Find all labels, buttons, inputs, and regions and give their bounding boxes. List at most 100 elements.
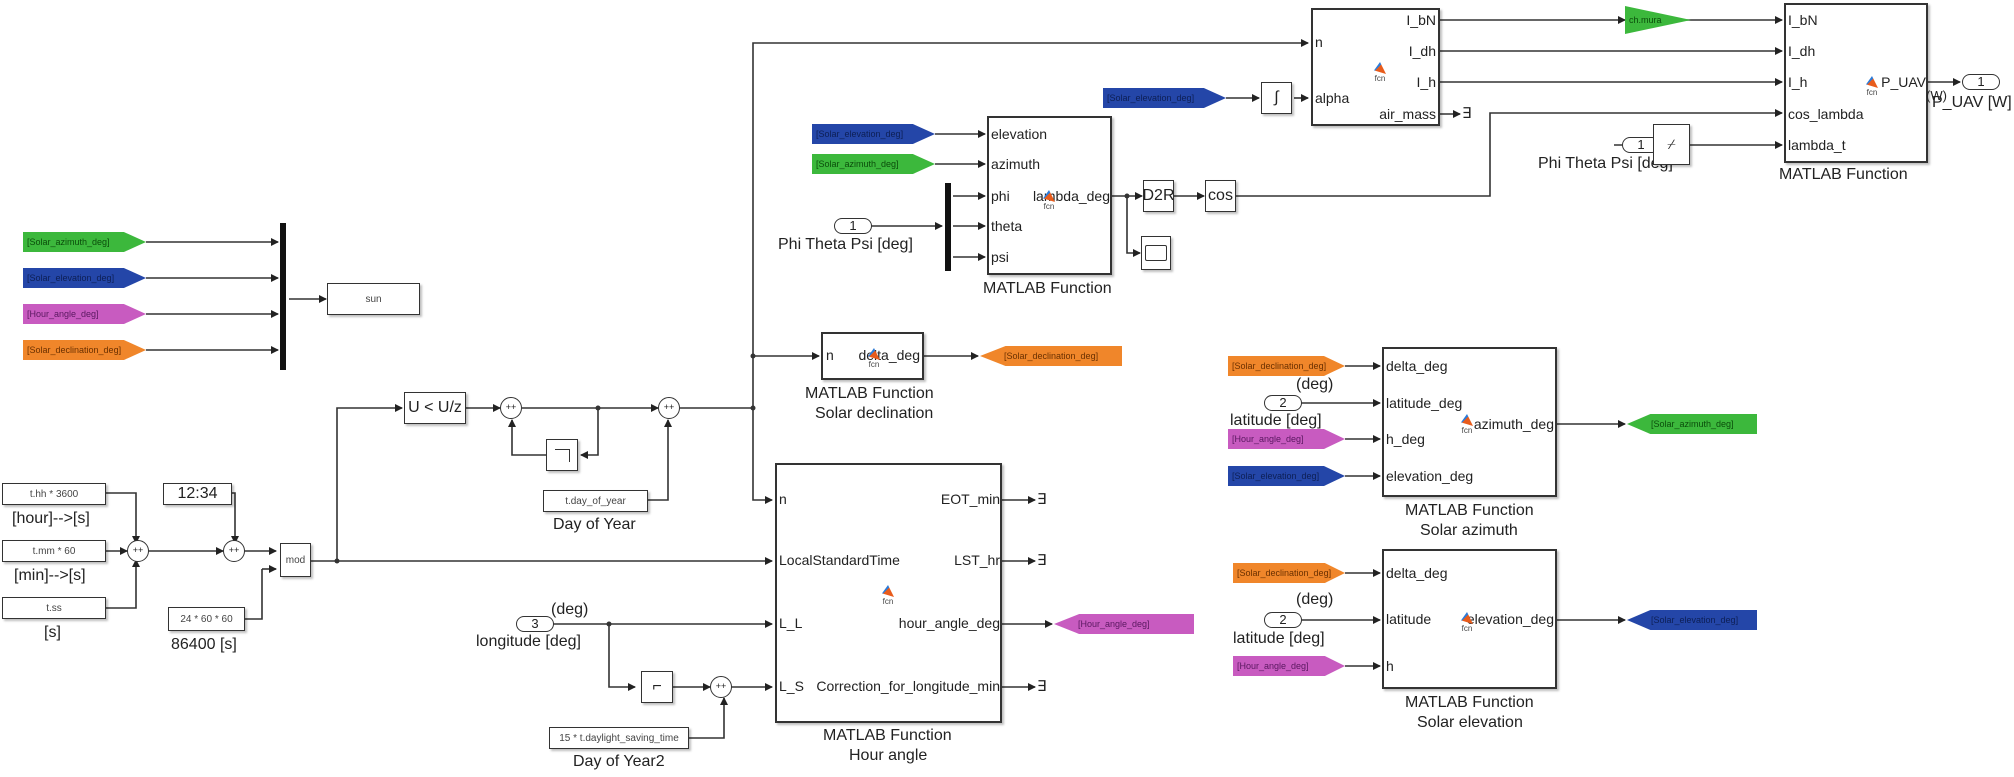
mux-wires xyxy=(146,238,327,354)
time-wires xyxy=(106,39,1309,620)
goto-azimuth-out[interactable]: [Solar_azimuth_deg] xyxy=(1627,414,1757,434)
goto-tag-solar-elevation[interactable]: [Solar_elevation_deg] xyxy=(23,268,146,288)
port-elevation-deg: elevation_deg xyxy=(1466,611,1554,627)
from-solar-azimuth[interactable]: [Solar_azimuth_deg] xyxy=(812,154,935,174)
port-phi: phi xyxy=(991,188,1010,204)
scope-block[interactable] xyxy=(1141,236,1171,270)
switch-icon: ⌿ xyxy=(1667,136,1676,152)
p-uav-label: P_UAV [W] xyxy=(1932,94,2012,111)
goto-elevation-out[interactable]: [Solar_elevation_deg] xyxy=(1627,610,1757,630)
matlab-fcn-icon: fcn xyxy=(1459,414,1475,435)
latitude-inport-az[interactable]: 2 xyxy=(1264,395,1302,411)
hour-angle-subtitle: Hour angle xyxy=(849,747,928,764)
matlab-fcn-icon: fcn xyxy=(866,348,882,369)
port-latitude-deg: latitude_deg xyxy=(1386,395,1463,411)
matlab-fcn-icon: fcn xyxy=(1041,190,1057,211)
from-hour-angle-el[interactable]: [Hour_angle_deg] xyxy=(1233,656,1345,676)
mux-bar[interactable] xyxy=(280,223,286,370)
port-azimuth: azimuth xyxy=(991,156,1041,172)
detect-increase-block[interactable]: U < U/z xyxy=(404,392,466,424)
sum-day-counter[interactable]: ++ xyxy=(500,397,522,419)
dst-constant[interactable]: 15 * t.daylight_saving_time xyxy=(549,727,689,749)
port-h-deg: h_deg xyxy=(1386,431,1425,447)
dst-label: Day of Year2 xyxy=(573,753,665,770)
sum-time[interactable]: ++ xyxy=(127,540,149,562)
sum-signs: ++ xyxy=(505,402,517,412)
goto-tag-solar-declination[interactable]: [Solar_declination_deg] xyxy=(23,340,146,360)
port-azimuth-deg: azimuth_deg xyxy=(1473,416,1554,432)
phi-theta-psi-label: Phi Theta Psi [deg] xyxy=(778,236,913,253)
longitude-inport[interactable]: 3 xyxy=(516,616,554,632)
irradiance-function-block[interactable] xyxy=(1311,8,1440,126)
d2r-block[interactable]: D2R xyxy=(1143,180,1175,212)
longitude-label: longitude [deg] xyxy=(476,633,581,650)
sum-day-of-year[interactable]: ++ xyxy=(658,397,680,419)
port-n: n xyxy=(1315,34,1323,50)
day-seconds-constant[interactable]: 24 * 60 * 60 xyxy=(168,607,245,631)
hours-constant[interactable]: t.hh * 3600 xyxy=(2,483,106,505)
terminator-eot[interactable]: ∃ xyxy=(1037,491,1047,508)
port-i-dh: I_dh xyxy=(1788,43,1816,59)
clock-display[interactable]: 12:34 xyxy=(163,483,232,505)
terminator-lst[interactable]: ∃ xyxy=(1037,552,1047,569)
p-uav-outport[interactable]: 1 xyxy=(1962,74,2000,90)
sum-dst[interactable]: ++ xyxy=(710,676,732,698)
p-uav-unit: (W) xyxy=(1926,88,1947,103)
from-hour-angle-az[interactable]: [Hour_angle_deg] xyxy=(1228,429,1345,449)
seconds-constant[interactable]: t.ss xyxy=(2,597,106,619)
from-solar-elevation[interactable]: [Solar_elevation_deg] xyxy=(812,124,935,144)
sun-block[interactable]: sun xyxy=(327,283,420,315)
goto-hour-angle-out[interactable]: [Hour_angle_deg] xyxy=(1054,614,1194,634)
port-delta-deg: delta_deg xyxy=(1386,565,1448,581)
terminator-air-mass[interactable]: ∃ xyxy=(1462,105,1472,122)
sum-signs: ++ xyxy=(663,402,675,412)
delay-icon xyxy=(554,448,570,462)
day-of-year-constant[interactable]: t.day_of_year xyxy=(543,490,648,512)
cos-block[interactable]: cos xyxy=(1205,180,1236,212)
saturation-block[interactable]: ∫ xyxy=(1261,82,1292,114)
sum-clock[interactable]: ++ xyxy=(223,540,245,562)
from-declination-az[interactable]: [Solar_declination_deg] xyxy=(1228,356,1345,376)
port-delta-deg: delta_deg xyxy=(1386,358,1448,374)
scope-screen-icon xyxy=(1145,245,1167,261)
demux-bar[interactable] xyxy=(945,183,951,271)
from-elevation-az[interactable]: [Solar_elevation_deg] xyxy=(1228,466,1345,486)
goto-tag-hour-angle[interactable]: [Hour_angle_deg] xyxy=(23,304,146,324)
phi-theta-psi-inport-2[interactable]: 1 xyxy=(1622,137,1660,153)
port-n: n xyxy=(826,347,834,363)
from-declination-el[interactable]: [Solar_declination_deg] xyxy=(1233,563,1345,583)
matlab-fcn-icon: fcn xyxy=(880,585,896,606)
from-solar-elevation-irr[interactable]: [Solar_elevation_deg] xyxy=(1103,88,1226,108)
quantizer-block[interactable]: ⌐ xyxy=(641,671,673,703)
power-function-block[interactable] xyxy=(1784,3,1928,163)
minutes-constant[interactable]: t.mm * 60 xyxy=(2,540,106,562)
day-of-year-label: Day of Year xyxy=(553,516,636,533)
elevation-title: MATLAB Function xyxy=(1405,694,1534,711)
seconds-label: [s] xyxy=(44,624,61,641)
goto-tag-solar-azimuth[interactable]: [Solar_azimuth_deg] xyxy=(23,232,146,252)
port-i-bn: I_bN xyxy=(1788,12,1818,28)
unit-delay-block[interactable] xyxy=(546,439,578,471)
port-eot-min: EOT_min xyxy=(940,491,1000,507)
day-seconds-label: 86400 [s] xyxy=(171,636,237,653)
latitude-label-az: latitude [deg] xyxy=(1230,412,1322,429)
latitude-inport-el[interactable]: 2 xyxy=(1264,612,1302,628)
sum-signs: ++ xyxy=(715,681,727,691)
port-hour-angle-deg: hour_angle_deg xyxy=(898,615,1000,631)
lambda-wires xyxy=(860,109,1783,261)
selector-switch-block[interactable]: ⌿ xyxy=(1653,124,1690,165)
latitude-unit-az: (deg) xyxy=(1296,376,1334,393)
terminator-correction[interactable]: ∃ xyxy=(1037,678,1047,695)
phi-theta-psi-inport[interactable]: 1 xyxy=(834,218,872,234)
port-cos-lambda: cos_lambda xyxy=(1788,106,1864,122)
port-lst-hr: LST_hr xyxy=(954,552,1000,568)
goto-declination-out[interactable]: [Solar_declination_deg] xyxy=(980,346,1122,366)
mod-block[interactable]: mod xyxy=(280,543,311,577)
port-i-h: I_h xyxy=(1788,74,1808,90)
declination-title: MATLAB Function xyxy=(805,385,934,402)
latitude-unit-el: (deg) xyxy=(1296,591,1334,608)
longitude-unit: (deg) xyxy=(551,601,589,618)
hours-label: [hour]-->[s] xyxy=(12,510,90,527)
matlab-fcn-icon: fcn xyxy=(1459,612,1475,633)
